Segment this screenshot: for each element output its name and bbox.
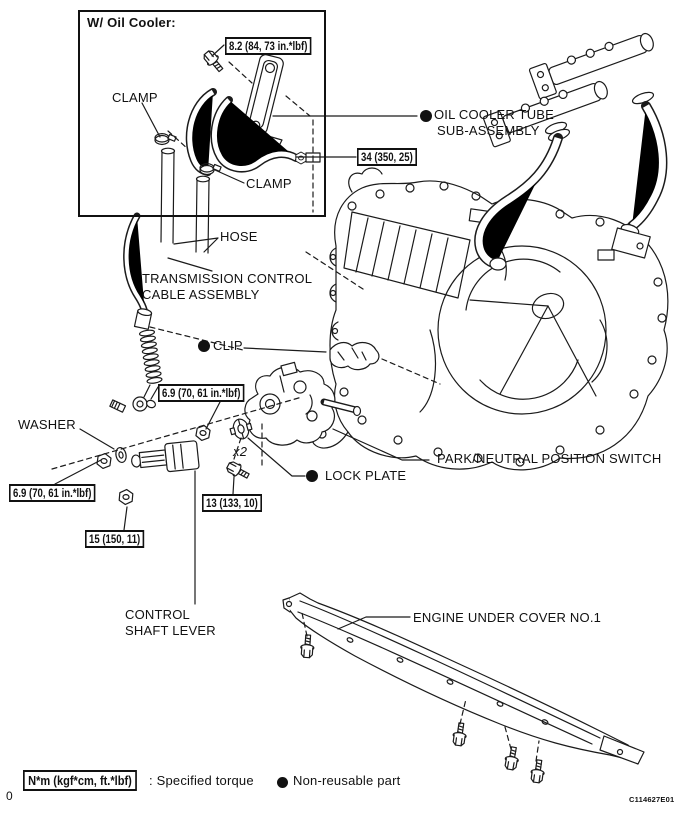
pnp-switch-illustration [244,361,362,446]
label-x2: x2 [233,444,248,459]
torque-spec-switch-bolt: 13 (133, 10) [202,494,262,512]
label-control-shaft-line1: CONTROL [125,607,190,622]
clip-illustration [329,341,380,371]
label-clamp-bottom: CLAMP [246,176,292,191]
transaxle-illustration [310,32,669,471]
label-transmission-cable-line1: TRANSMISSION CONTROL [142,271,313,286]
figure-code: C114627E01 [629,795,675,804]
control-shaft-lever-icon [131,440,200,473]
non-reusable-bullet-icon [277,777,288,788]
cooler-hose-icon [474,91,668,271]
label-oil-cooler-tube-line1: OIL COOLER TUBE [434,107,555,122]
inset-title: W/ Oil Cooler: [87,15,176,30]
label-hose: HOSE [220,229,258,244]
legend-torque-desc: : Specified torque [149,773,254,788]
legend-torque-unit: N*m (kgf*cm, ft.*lbf) [23,770,137,791]
bolt-icon [224,459,252,483]
label-pnp-switch: PARK/NEUTRAL POSITION SWITCH [437,451,662,466]
cable-bellows-icon [138,329,163,384]
label-under-cover: ENGINE UNDER COVER NO.1 [413,610,602,625]
under-cover-illustration [282,592,645,784]
torque-spec-cable-nut: 6.9 (70, 61 in.*lbf) [158,384,245,402]
non-reusable-bullet-icon [306,470,318,482]
label-clamp-top: CLAMP [112,90,158,105]
bolt-icon [529,758,547,784]
construction-lines [51,61,540,762]
label-washer: WASHER [18,417,76,432]
torque-spec-washer-nut: 6.9 (70, 61 in.*lbf) [9,484,96,502]
torque-spec-oil-cooler-bolt: 8.2 (84, 73 in.*lbf) [225,37,312,55]
washer-icon [115,446,127,464]
legend-non-reusable: Non-reusable part [293,773,401,788]
leader-lines [54,44,430,630]
label-oil-cooler-tube-line2: SUB-ASSEMBLY [437,123,540,138]
small-parts [95,418,253,506]
oil-cooler-inset-box: W/ Oil Cooler: [78,10,326,217]
torque-spec-tube-union: 34 (350, 25) [357,148,417,166]
torque-spec-lever-nut: 15 (150, 11) [85,530,145,548]
nut-icon [194,423,212,443]
page-marker: 0 [6,789,13,803]
axle-bracket-icon [482,32,654,148]
bolt-icon [299,633,316,659]
label-control-shaft-line2: SHAFT LEVER [125,623,216,638]
control-cable-illustration [109,212,163,413]
bolt-icon [503,745,521,772]
non-reusable-bullet-icon [198,340,210,352]
lock-plate-icon [229,418,253,440]
non-reusable-bullet-icon [420,110,432,122]
label-clip: CLIP [213,338,243,353]
label-lock-plate: LOCK PLATE [325,468,407,483]
bolt-icon [451,721,469,747]
nut-icon [118,488,134,506]
label-transmission-cable-line2: CABLE ASSEMBLY [142,287,260,302]
